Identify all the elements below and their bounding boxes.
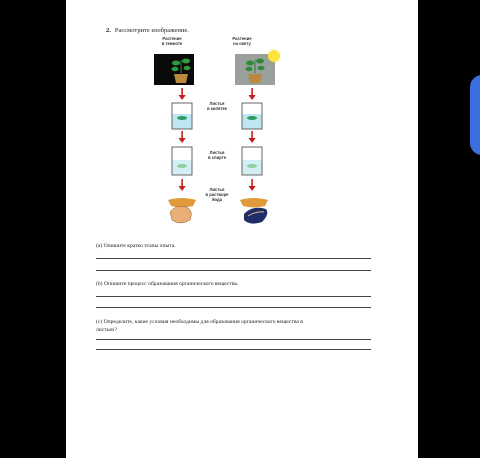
answer-line[interactable] <box>96 270 371 271</box>
label-step-alcohol: Листья в спирте <box>200 150 234 160</box>
answer-line[interactable] <box>96 296 371 297</box>
label-light-line2: на свету <box>233 41 251 46</box>
question-number: 2. <box>106 27 111 34</box>
question-text: Рассмотрите изображение. <box>114 27 189 34</box>
step-iodine-line3: йода <box>211 197 223 202</box>
label-plant-dark: Растение в темноте <box>152 36 192 46</box>
beakers-boiling-water <box>171 102 263 130</box>
step-water-line2: в кипятке <box>207 106 227 111</box>
subquestion-c-continued: листьях? <box>96 327 118 333</box>
step-iodine-line1: Листья <box>209 187 225 192</box>
beakers-alcohol <box>171 146 263 176</box>
plant-in-dark-image <box>154 54 194 85</box>
arrow-icons-row3 <box>178 179 256 191</box>
label-step-iodine: Листья в растворе йода <box>196 187 238 202</box>
answer-line[interactable] <box>96 339 371 340</box>
label-step-water: Листья в кипятке <box>200 101 234 111</box>
step-alcohol-line1: Листья <box>209 150 225 155</box>
question-title: 2.Рассмотрите изображение. <box>106 27 189 34</box>
answer-line[interactable] <box>96 349 371 350</box>
subquestion-c: (c) Определите, какие условия необходимы… <box>96 319 303 325</box>
arrow-icons-row1 <box>178 88 256 100</box>
step-alcohol-line2: в спирте <box>207 155 227 160</box>
answer-line[interactable] <box>96 258 371 259</box>
label-dark-line2: в темноте <box>161 41 183 46</box>
label-dark-line1: Растение <box>162 36 182 41</box>
subquestion-b: (b) Опишите процесс образования органиче… <box>96 281 239 287</box>
plant-in-light-image <box>235 50 280 85</box>
answer-line[interactable] <box>96 307 371 308</box>
label-light-line1: Растение <box>232 36 252 41</box>
step-water-line1: Листья <box>209 101 225 106</box>
arrow-icons-row2 <box>178 131 256 143</box>
subquestion-a: (a) Опишите кратко этапы опыта. <box>96 243 176 249</box>
label-plant-light: Растение на свету <box>222 36 262 46</box>
step-iodine-line2: в растворе <box>205 192 229 197</box>
side-tab <box>470 75 480 155</box>
dishes-iodine <box>168 198 268 224</box>
